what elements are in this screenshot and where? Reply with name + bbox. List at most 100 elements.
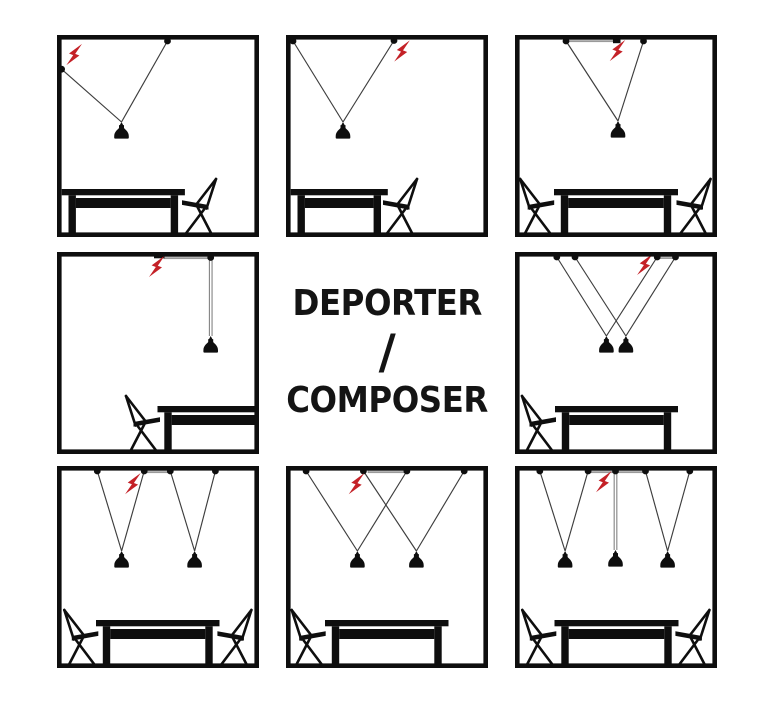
chair-backrest [205, 177, 218, 210]
chair-leg [73, 637, 97, 667]
chair-leg [531, 423, 554, 453]
room-frame [515, 35, 717, 237]
table-apron [568, 629, 665, 639]
table [555, 406, 678, 452]
chair [182, 177, 218, 236]
chair-backrest [518, 177, 543, 207]
panel-three-lamps-composition [515, 466, 717, 668]
table-leg [561, 412, 570, 452]
table-apron [569, 415, 664, 425]
lamp-cable [565, 40, 619, 122]
table-leg [664, 626, 672, 666]
lamp-cable [292, 40, 344, 123]
panel-wall-deport-single-lamp-drawing [57, 35, 259, 237]
table [554, 620, 679, 666]
chair-leg [300, 637, 324, 667]
table [290, 189, 388, 235]
table-apron [339, 629, 435, 639]
panel-two-lamps-parallel-vees-drawing [57, 466, 259, 668]
table-leg [164, 412, 172, 452]
pendant-lamp-icon [599, 336, 614, 353]
lamp-cable [574, 256, 627, 337]
table [61, 189, 185, 235]
table-leg [373, 195, 381, 235]
table-leg [68, 195, 76, 235]
chair-backrest [240, 608, 253, 641]
chair [290, 608, 326, 667]
pendant-lamp-icon [350, 551, 365, 568]
table-top [554, 189, 678, 196]
table-leg [205, 626, 213, 666]
panel-three-lamps-composition-drawing [515, 466, 717, 668]
lamp-cable [121, 470, 145, 552]
chair-backrest [698, 608, 711, 641]
table-leg [102, 626, 111, 666]
chair-leg [129, 421, 147, 453]
table-top [96, 620, 220, 627]
room-frame [515, 252, 717, 454]
chair-leg [135, 423, 158, 453]
chair-backrest [520, 608, 545, 638]
panel-wall-deport-single-lamp [57, 35, 259, 237]
power-point-bolt-icon [348, 473, 365, 495]
lamp-cable [667, 470, 691, 552]
pendant-lamp-icon [335, 122, 351, 139]
table-top [555, 406, 678, 413]
chair [675, 608, 711, 667]
chair-leg [396, 204, 414, 236]
panel-rod-offset-straight-drop-drawing [57, 252, 259, 454]
pendant-lamp-icon [114, 122, 129, 139]
chair-backrest [62, 608, 87, 638]
panel-rod-offset-straight-drop [57, 252, 259, 454]
lamp-cable [342, 40, 395, 123]
pendant-lamp-icon [610, 121, 626, 138]
table-leg [663, 195, 672, 235]
lamp-cable [362, 470, 417, 552]
table-leg [561, 626, 569, 666]
chair-leg [385, 206, 408, 236]
room-frame [57, 252, 259, 454]
table-apron [568, 198, 664, 208]
panel-two-lamps-crossed-wide [286, 466, 488, 668]
table [157, 406, 256, 452]
chair-leg [231, 635, 249, 667]
chair-backrest [699, 177, 712, 210]
chair-leg [678, 206, 702, 236]
room-frame [57, 466, 259, 668]
panel-two-lamps-crossed-wide-drawing [286, 466, 488, 668]
chair-backrest [518, 177, 532, 210]
table-apron [75, 198, 171, 208]
table-apron [171, 415, 256, 425]
power-point-bolt-icon [596, 471, 612, 493]
chair-backrest [229, 608, 253, 638]
panel-corner-deport-single-lamp-drawing [286, 35, 488, 237]
chair-backrest [290, 608, 314, 638]
table-leg [434, 626, 442, 666]
chair-leg [67, 635, 85, 667]
panel-corner-deport-single-lamp [286, 35, 488, 237]
chair-leg [529, 206, 553, 236]
pendant-lamp-icon [618, 336, 634, 353]
panel-two-lamps-parallel-vees [57, 466, 259, 668]
table-apron [304, 198, 374, 208]
room-frame [286, 466, 488, 668]
table-leg [331, 626, 340, 666]
chair [520, 394, 556, 453]
chair [124, 394, 160, 453]
lamp-cable [96, 470, 123, 552]
title-line-2: / [378, 324, 396, 380]
pendant-lamp-icon [409, 551, 424, 568]
chair [520, 608, 557, 667]
pendant-lamp-icon [187, 551, 202, 568]
lamp-cable [564, 470, 589, 552]
power-point-bolt-icon [394, 40, 410, 62]
lamp-cable [415, 470, 465, 552]
table [554, 189, 678, 235]
chair-leg [677, 637, 701, 667]
chair-leg [525, 635, 543, 667]
chair-backrest [520, 608, 534, 641]
table-top [325, 620, 449, 627]
power-point-bolt-icon [149, 255, 165, 277]
lamp-cable [617, 40, 645, 122]
chair-leg [689, 635, 707, 667]
